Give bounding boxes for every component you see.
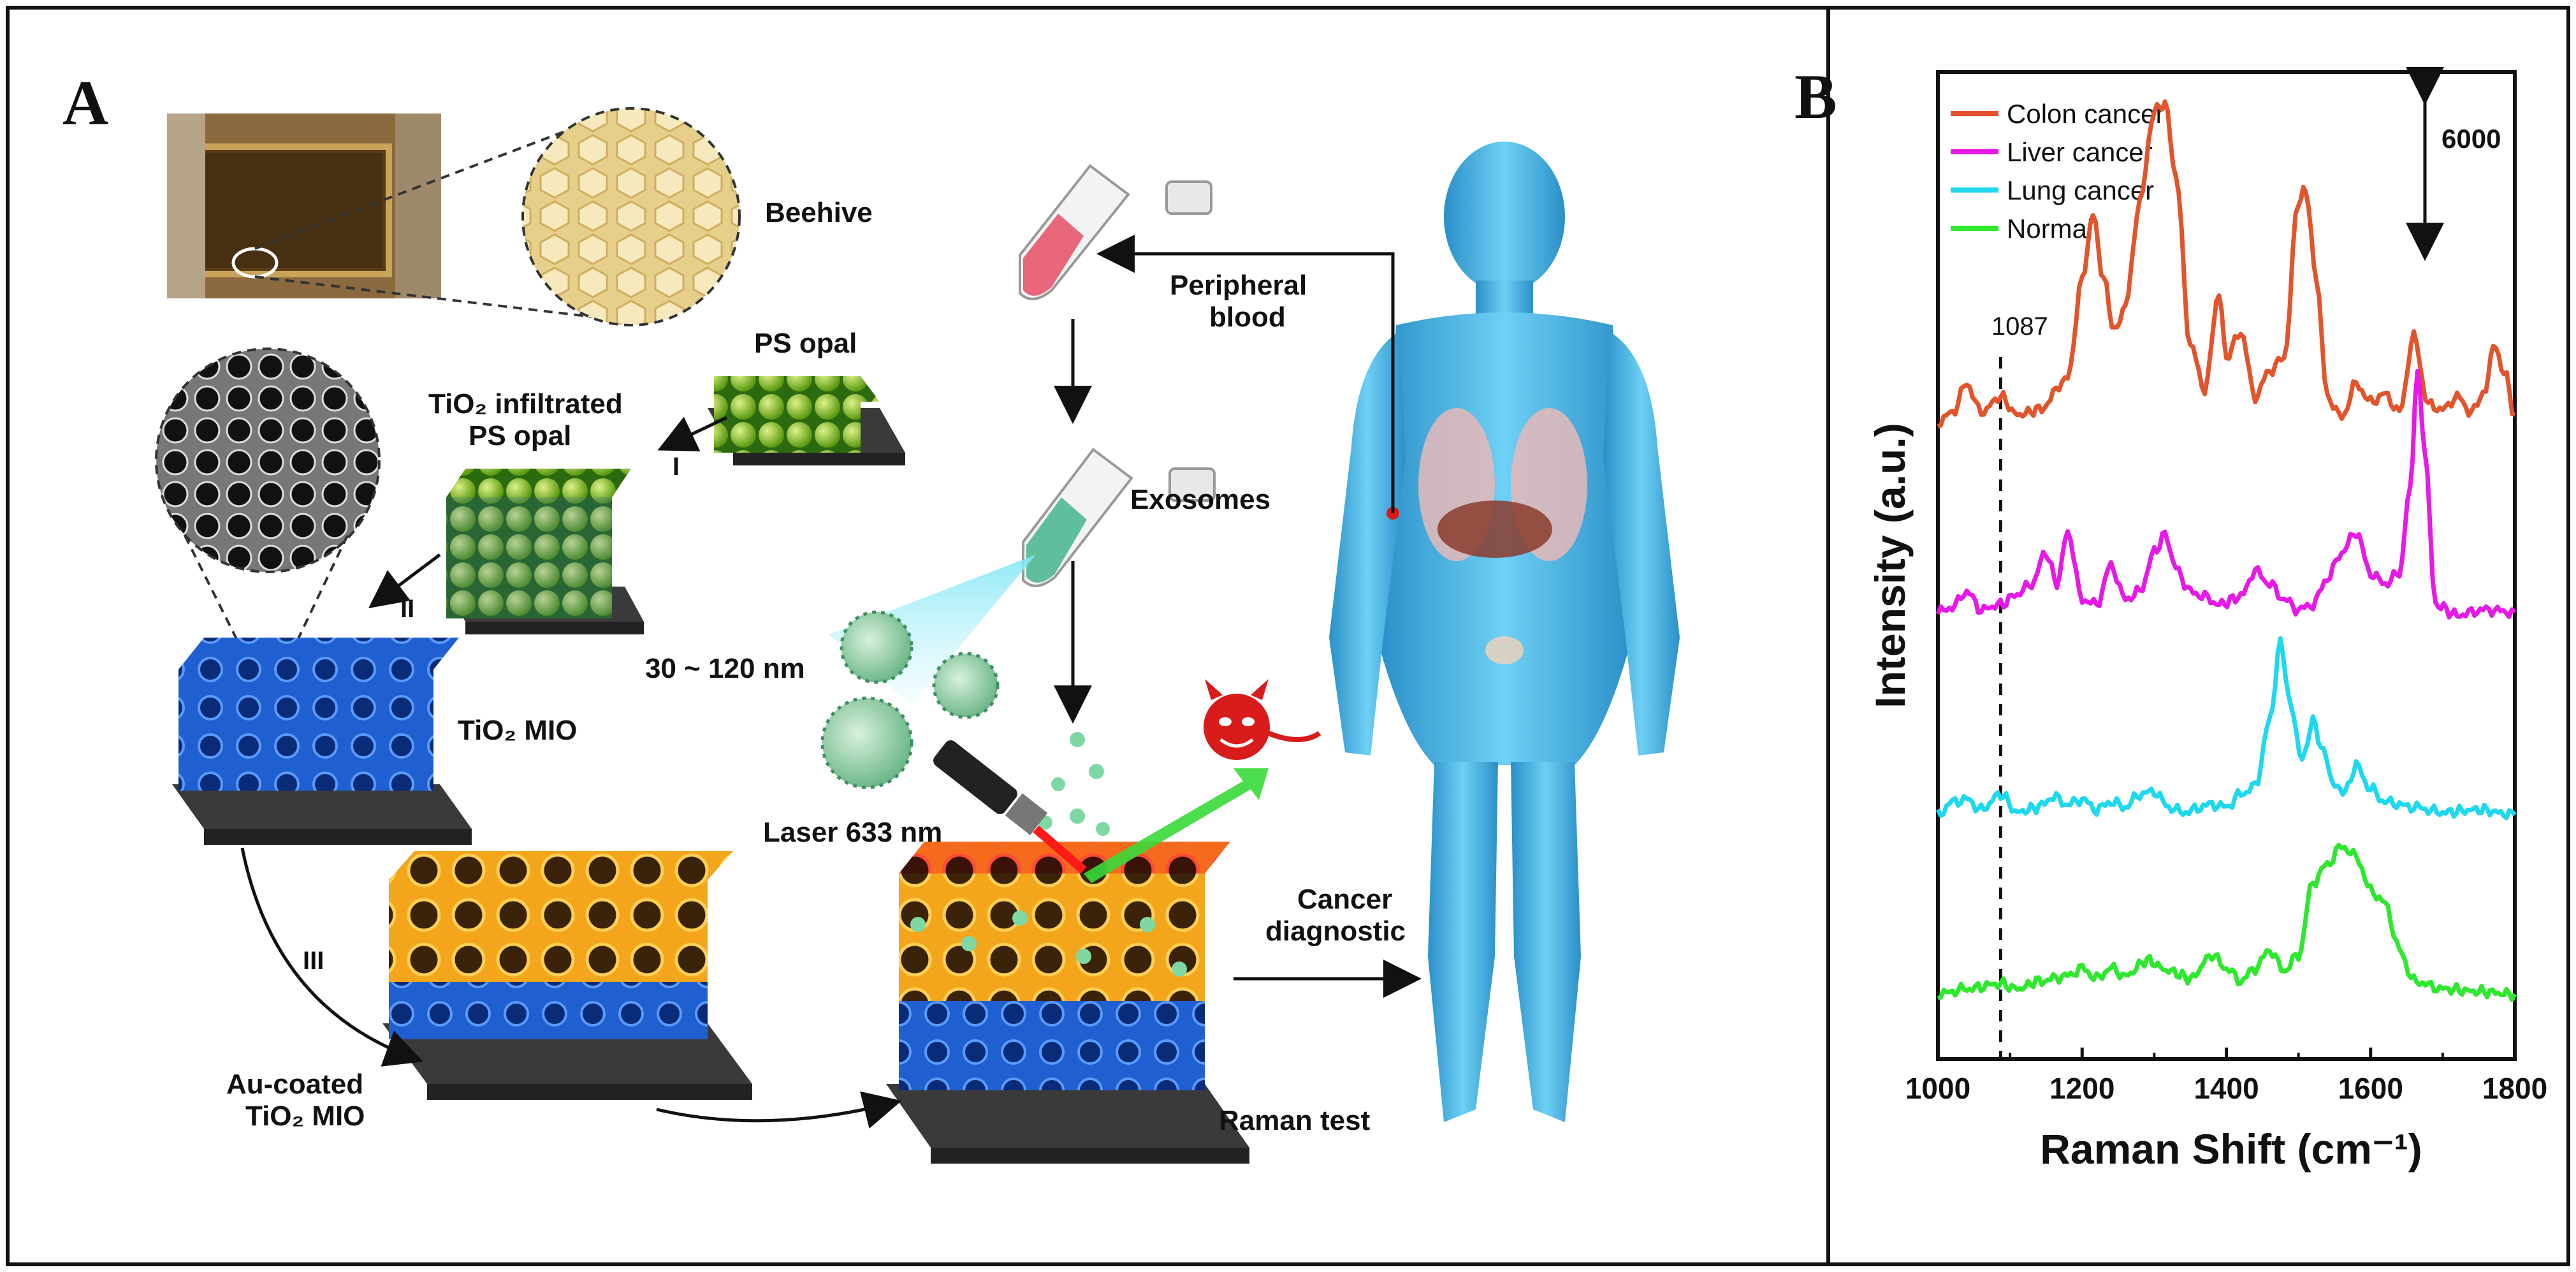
label-cancer-line1: Cancer xyxy=(1297,884,1392,915)
label-au-coated-line1: Au-coated xyxy=(226,1069,363,1100)
label-cancer-line2: diagnostic xyxy=(1265,916,1406,947)
au-coated-cube xyxy=(382,851,752,1100)
reference-line-label: 1087 xyxy=(1991,312,2048,340)
series-line-normal xyxy=(1937,842,2517,1002)
arrow-step-2 xyxy=(368,553,441,608)
raman-test-cube xyxy=(886,842,1249,1164)
y-axis-label: Intensity (a.u.) xyxy=(1867,423,1914,708)
label-tio2-infiltrated-line2: PS opal xyxy=(469,420,571,451)
arrow-to-raman xyxy=(656,1091,902,1129)
panel-a-letter: A xyxy=(62,68,108,138)
label-au-coated-line2: TiO₂ MIO xyxy=(245,1100,365,1132)
exosome-particle xyxy=(840,610,913,684)
x-tick-label: 1400 xyxy=(2194,1072,2259,1105)
legend-label: Liver cancer xyxy=(2007,137,2153,167)
x-axis-label: Raman Shift (cm⁻¹) xyxy=(2040,1125,2422,1173)
tio2-mio-cube xyxy=(172,638,472,845)
tio2-infiltrated-cube xyxy=(446,469,644,634)
human-body xyxy=(1329,142,1680,1122)
label-laser: Laser 633 nm xyxy=(763,817,942,848)
label-size-range: 30 ~ 120 nm xyxy=(645,653,805,684)
label-step-3: III xyxy=(303,947,324,975)
x-axis-ticks: 1000 1200 1400 1600 1800 xyxy=(1905,1048,2547,1105)
exosome-tube xyxy=(1022,448,1216,587)
laser-device xyxy=(933,740,1087,874)
label-tio2-infiltrated-line1: TiO₂ infiltrated xyxy=(428,388,623,420)
series-layer xyxy=(1935,99,2517,1002)
label-ps-opal: PS opal xyxy=(754,328,857,359)
scale-bar-label: 6000 xyxy=(2441,124,2501,154)
sem-zoom xyxy=(155,347,381,573)
series-line-lung-cancer xyxy=(1935,636,2517,821)
devil-icon xyxy=(1204,679,1321,760)
label-peripheral-line1: Peripheral xyxy=(1170,270,1307,301)
panel-b: B 1000 1200 1400 1600 1800 Raman Shift (cm⁻¹… xyxy=(1794,61,2547,1173)
label-tio2-mio: TiO₂ MIO xyxy=(458,715,577,746)
exosome-particle xyxy=(932,652,1000,719)
label-beehive: Beehive xyxy=(765,197,873,228)
series-line-colon-cancer xyxy=(1937,99,2516,429)
legend-label: Colon cancer xyxy=(2007,99,2164,129)
x-tick-label: 1800 xyxy=(2482,1072,2547,1105)
arrow-step-3 xyxy=(240,847,424,1067)
beehive-photo xyxy=(167,113,441,298)
label-raman-test: Raman test xyxy=(1219,1105,1371,1136)
exosome-particle xyxy=(820,696,913,789)
label-step-1: I xyxy=(673,453,680,481)
panel-b-letter: B xyxy=(1794,61,1837,132)
label-exosomes: Exosomes xyxy=(1130,484,1270,515)
zoom-line xyxy=(254,113,609,250)
series-line-liver-cancer xyxy=(1935,369,2517,620)
zoom-line xyxy=(254,275,609,320)
label-step-2: II xyxy=(400,595,414,623)
raman-signal-arrow xyxy=(1084,768,1269,883)
panel-a: A Beehive PS opal Ti xyxy=(62,68,1680,1164)
exosome-droplets xyxy=(1038,732,1110,836)
honeycomb-zoom xyxy=(521,107,741,326)
legend-label: Normal xyxy=(2007,214,2093,244)
blood-tube xyxy=(1019,164,1212,300)
x-tick-label: 1600 xyxy=(2338,1072,2403,1105)
arrow-step-1 xyxy=(657,416,728,451)
arrow-blood-draw xyxy=(1096,235,1395,513)
legend-label: Lung cancer xyxy=(2007,175,2154,205)
x-tick-label: 1000 xyxy=(1905,1072,1970,1105)
ps-opal-cube xyxy=(708,376,905,465)
label-peripheral-line2: blood xyxy=(1209,302,1286,333)
x-tick-label: 1200 xyxy=(2049,1072,2114,1105)
